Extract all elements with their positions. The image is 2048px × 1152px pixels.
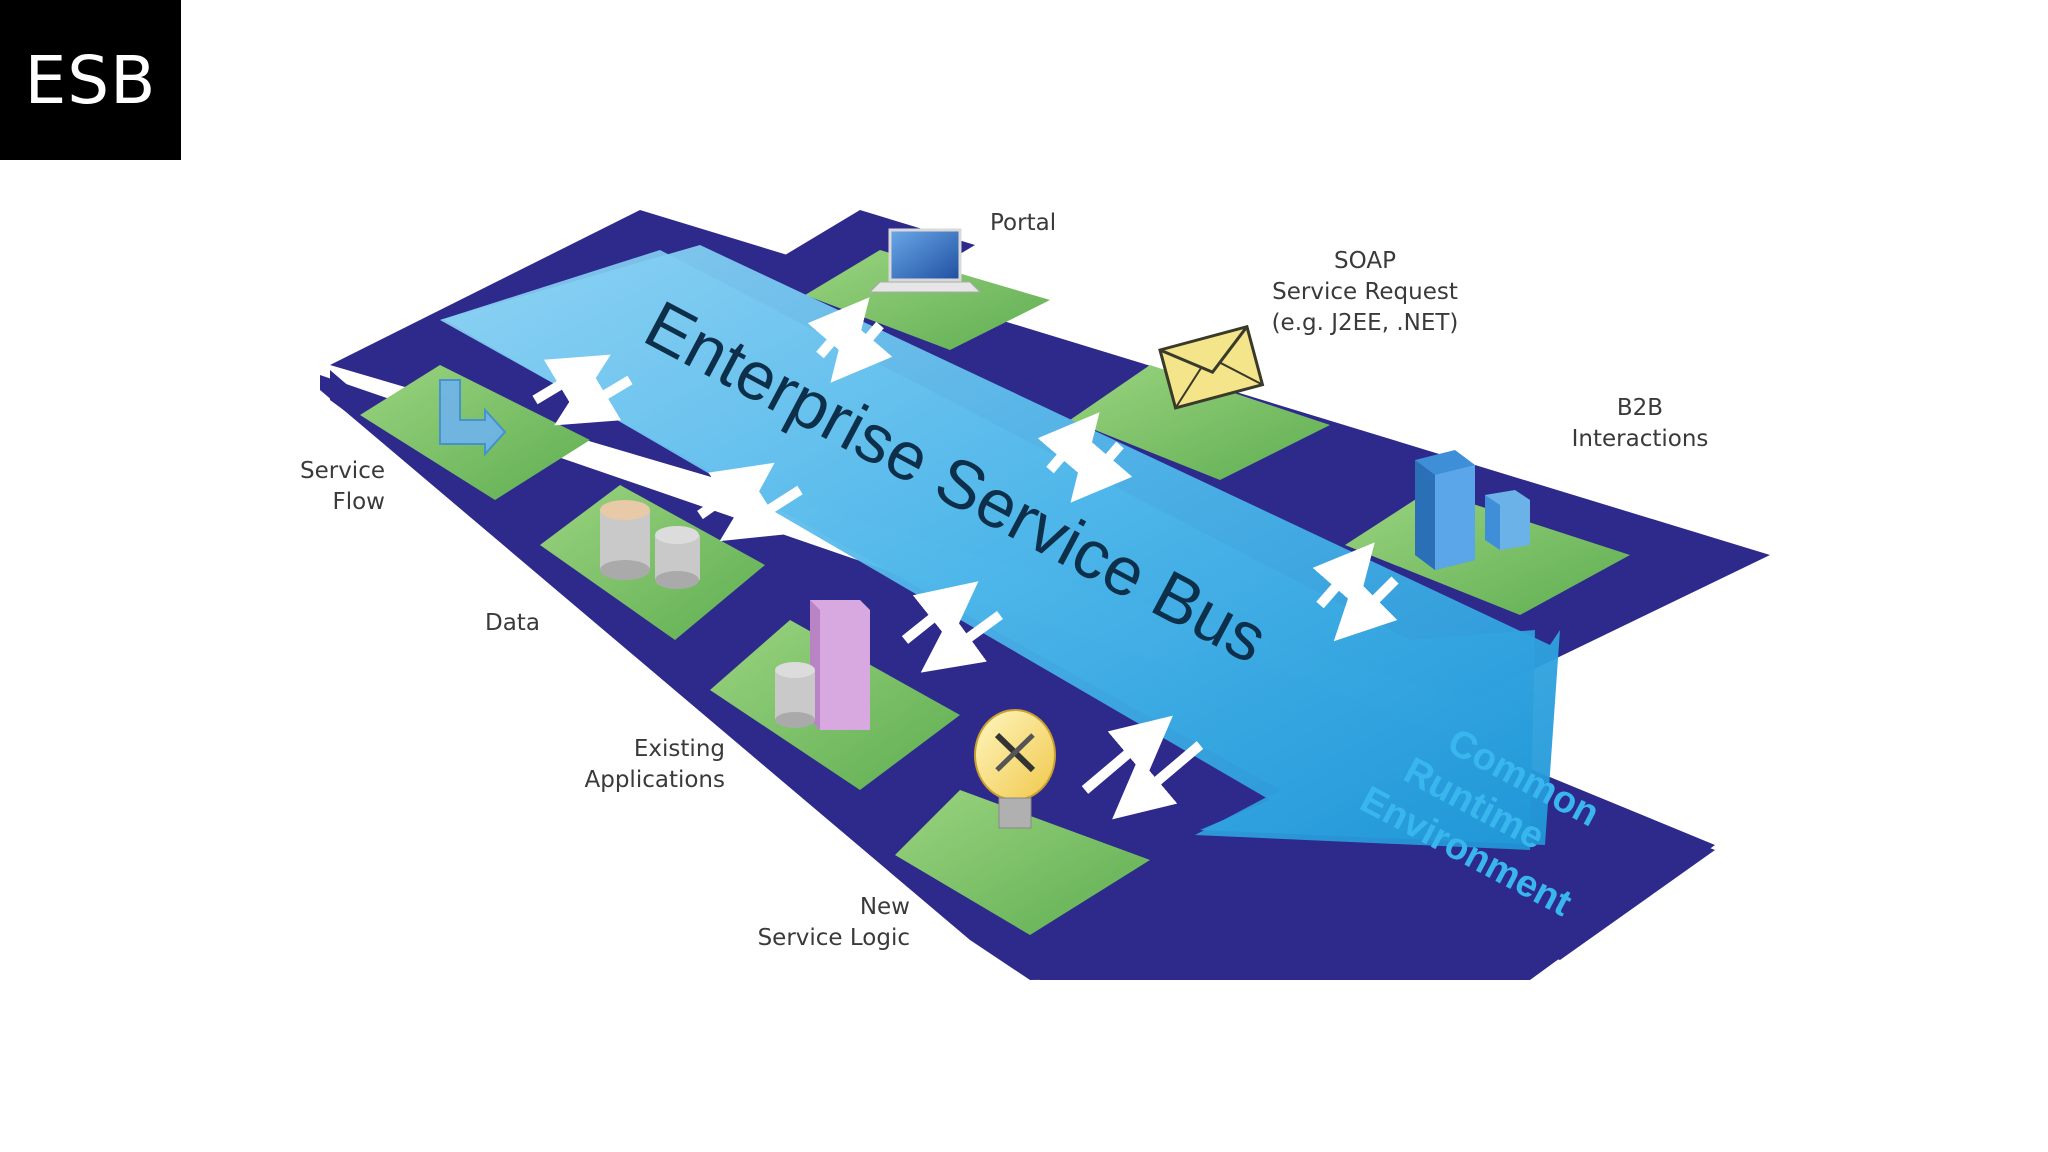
tile-soap [1070, 365, 1330, 480]
label-service-flow: Service Flow [300, 458, 385, 515]
application-server-icon [775, 600, 870, 730]
arrow-logic-out [1112, 741, 1204, 820]
arrow-data-in [697, 462, 775, 522]
arrow-apps-out [920, 610, 1003, 673]
flow-arrow-icon [439, 379, 507, 457]
tile-portal [805, 250, 1050, 350]
arrow-data-out [719, 483, 803, 542]
label-service-flow-line-1: Service [300, 458, 385, 484]
label-existing-apps: Existing Applications [585, 736, 726, 793]
label-soap: SOAP Service Request (e.g. J2EE, .NET) [1272, 248, 1459, 336]
server-building-icon [1415, 450, 1530, 570]
laptop-icon [868, 228, 982, 293]
arrow-portal-out [830, 317, 893, 383]
label-new-logic-line-1: New [860, 894, 910, 920]
label-new-logic-line-2: Service Logic [758, 925, 910, 951]
label-data-line-1: Data [485, 610, 540, 636]
lightbulb-tools-icon [974, 709, 1056, 829]
label-soap-line-3: (e.g. J2EE, .NET) [1272, 310, 1459, 336]
label-b2b-line-1: B2B [1617, 395, 1663, 421]
label-existing-apps-line-2: Applications [585, 767, 726, 793]
database-cylinder-1 [600, 500, 650, 580]
connector-arrows [532, 297, 1399, 820]
arrow-b2b-out [1333, 576, 1399, 642]
slide-title-box: ESB [0, 0, 181, 160]
database-icon [600, 500, 700, 589]
label-portal-line-1: Portal [990, 210, 1056, 236]
label-service-flow-line-2: Flow [332, 489, 385, 515]
label-new-logic: New Service Logic [758, 894, 910, 951]
label-b2b: B2B Interactions [1572, 395, 1709, 452]
label-existing-apps-line-1: Existing [634, 736, 725, 762]
database-cylinder-2 [655, 526, 700, 589]
envelope-icon [1158, 324, 1265, 410]
label-b2b-line-2: Interactions [1572, 426, 1709, 452]
label-soap-line-2: Service Request [1272, 279, 1458, 305]
label-soap-line-1: SOAP [1334, 248, 1396, 274]
tile-data [540, 485, 765, 640]
label-data: Data [485, 610, 540, 636]
bus-arrow-body [440, 250, 1535, 850]
slide-title: ESB [24, 41, 157, 119]
label-portal: Portal [990, 210, 1056, 236]
arrow-soap-out [1070, 437, 1133, 503]
tile-new-logic [895, 790, 1150, 935]
arrow-service-flow-out [554, 368, 633, 426]
